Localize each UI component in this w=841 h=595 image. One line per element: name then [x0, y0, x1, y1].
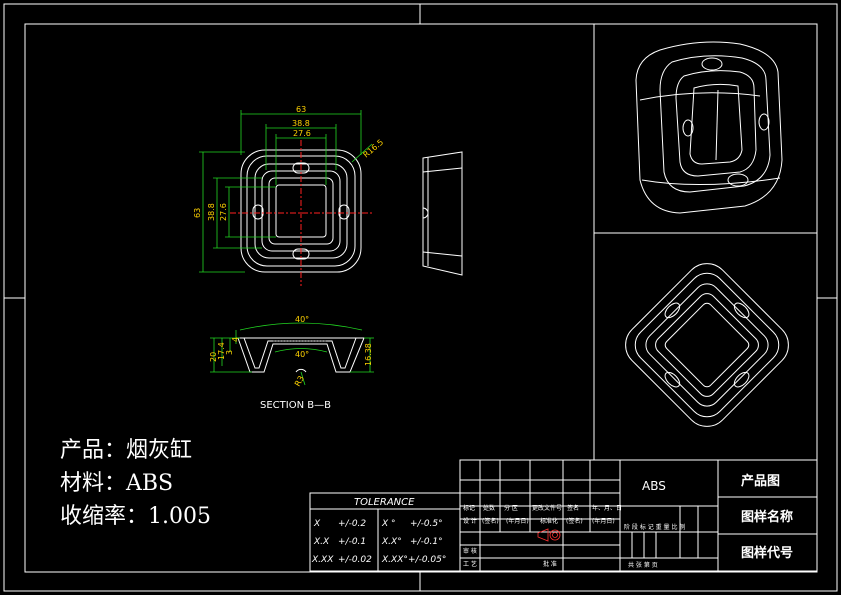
role-date-2: (年月日) [592, 517, 615, 525]
tol-row-1-a: X [313, 519, 321, 529]
section-label: SECTION B—B [260, 400, 331, 411]
dim-top-outer: 63 [296, 105, 306, 114]
role-process: 工 艺 [463, 560, 477, 568]
tol-row-1-av: +/-0.2 [338, 519, 366, 529]
role-sign-2: (签名) [566, 517, 583, 525]
iso-view-angled [625, 263, 789, 427]
dim-left-inner: 27.6 [219, 203, 228, 221]
dim-r-bottom: R3 [293, 374, 306, 388]
dim-angle-top: 40° [295, 315, 309, 324]
tol-row-2-bv: +/-0.1° [410, 537, 443, 547]
tol-row-3-bv: +/-0.05° [408, 555, 446, 565]
note-product: 产品：烟灰缸 [60, 438, 193, 463]
drawing-code: 图样代号 [741, 545, 793, 561]
tolerance-header: TOLERANCE [354, 497, 415, 508]
drawing-type: 产品图 [741, 473, 780, 489]
projection-symbol [537, 528, 561, 542]
role-date-1: (年月日) [506, 517, 529, 525]
role-check: 审 核 [463, 547, 477, 555]
tol-row-3-a: X.XX [311, 555, 334, 565]
stage-row: 阶 段 标 记 重 量 比 例 [624, 523, 685, 531]
dim-height-right: 16.38 [364, 343, 373, 366]
tol-row-2-b: X.X° [381, 537, 402, 547]
rev-header-mark: 标记 [463, 504, 475, 512]
top-view: 63 38.8 27.6 R16.5 63 38.8 27.6 [193, 105, 385, 286]
tolerance-table: TOLERANCE X +/-0.2 X ° +/-0.5° X.X +/-0.… [309, 492, 461, 572]
dim-depth-c: 3 [225, 350, 234, 355]
tol-row-2-a: X.X [313, 537, 330, 547]
dim-top-mid: 38.8 [292, 119, 310, 128]
rev-header-zone: 分 区 [504, 504, 518, 512]
dim-angle-inner: 40° [295, 350, 309, 359]
drawing-frame [3, 3, 838, 592]
material-code: ABS [642, 479, 666, 493]
iso-view-top [635, 41, 783, 214]
role-standard: 标准化 [540, 517, 558, 525]
product-notes: 产品：烟灰缸 材料：ABS 收缩率：1.005 [60, 434, 211, 533]
dim-left-mid: 38.8 [207, 203, 216, 221]
side-view [422, 151, 463, 276]
tol-row-3-b: X.XX° [381, 555, 408, 565]
dim-radius: R16.5 [362, 138, 386, 160]
role-sign-1: (签名) [482, 517, 499, 525]
rev-header-count: 处数 [483, 504, 495, 512]
drawing-name: 图样名称 [741, 509, 793, 525]
tol-row-3-av: +/-0.02 [338, 555, 372, 565]
note-material: 材料：ABS [60, 471, 174, 496]
section-view: 40° 40° 20 17.4 3 4 16.38 R3 SECTION B—B [209, 315, 374, 411]
rev-header-sign: 签名 [567, 504, 579, 512]
role-design: 设 计 [463, 517, 477, 525]
tol-row-1-b: X ° [381, 519, 396, 529]
title-block: 标记 处数 分 区 更改文件号 签名 年、月、日 设 计 (签名) (年月日) … [459, 459, 818, 572]
sheets-row: 共 张 第 页 [628, 561, 658, 569]
dim-depth-d: 4 [231, 337, 240, 342]
rev-header-date: 年、月、日 [592, 504, 622, 512]
rev-header-docno: 更改文件号 [532, 504, 562, 512]
tol-row-2-av: +/-0.1 [338, 537, 366, 547]
dim-depth-b: 17.4 [217, 342, 226, 360]
role-approve: 批 准 [543, 560, 557, 568]
dim-depth-a: 20 [209, 352, 218, 362]
dim-left-outer: 63 [193, 208, 202, 218]
dim-top-inner: 27.6 [293, 129, 311, 138]
tol-row-1-bv: +/-0.5° [410, 519, 443, 529]
note-shrinkage: 收缩率：1.005 [60, 504, 211, 529]
